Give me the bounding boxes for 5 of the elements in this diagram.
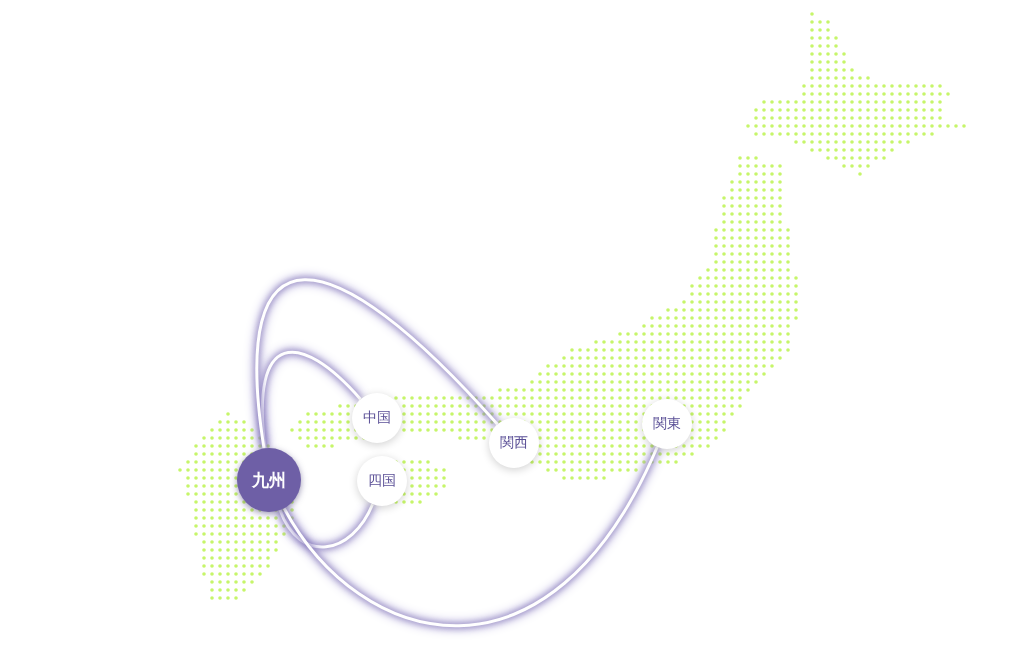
region-circle: 関西 [489, 418, 539, 468]
region-circle: 四国 [357, 456, 407, 506]
region-circle: 中国 [352, 393, 402, 443]
region-circle: 九州 [237, 448, 301, 512]
region-circle: 関東 [642, 399, 692, 449]
